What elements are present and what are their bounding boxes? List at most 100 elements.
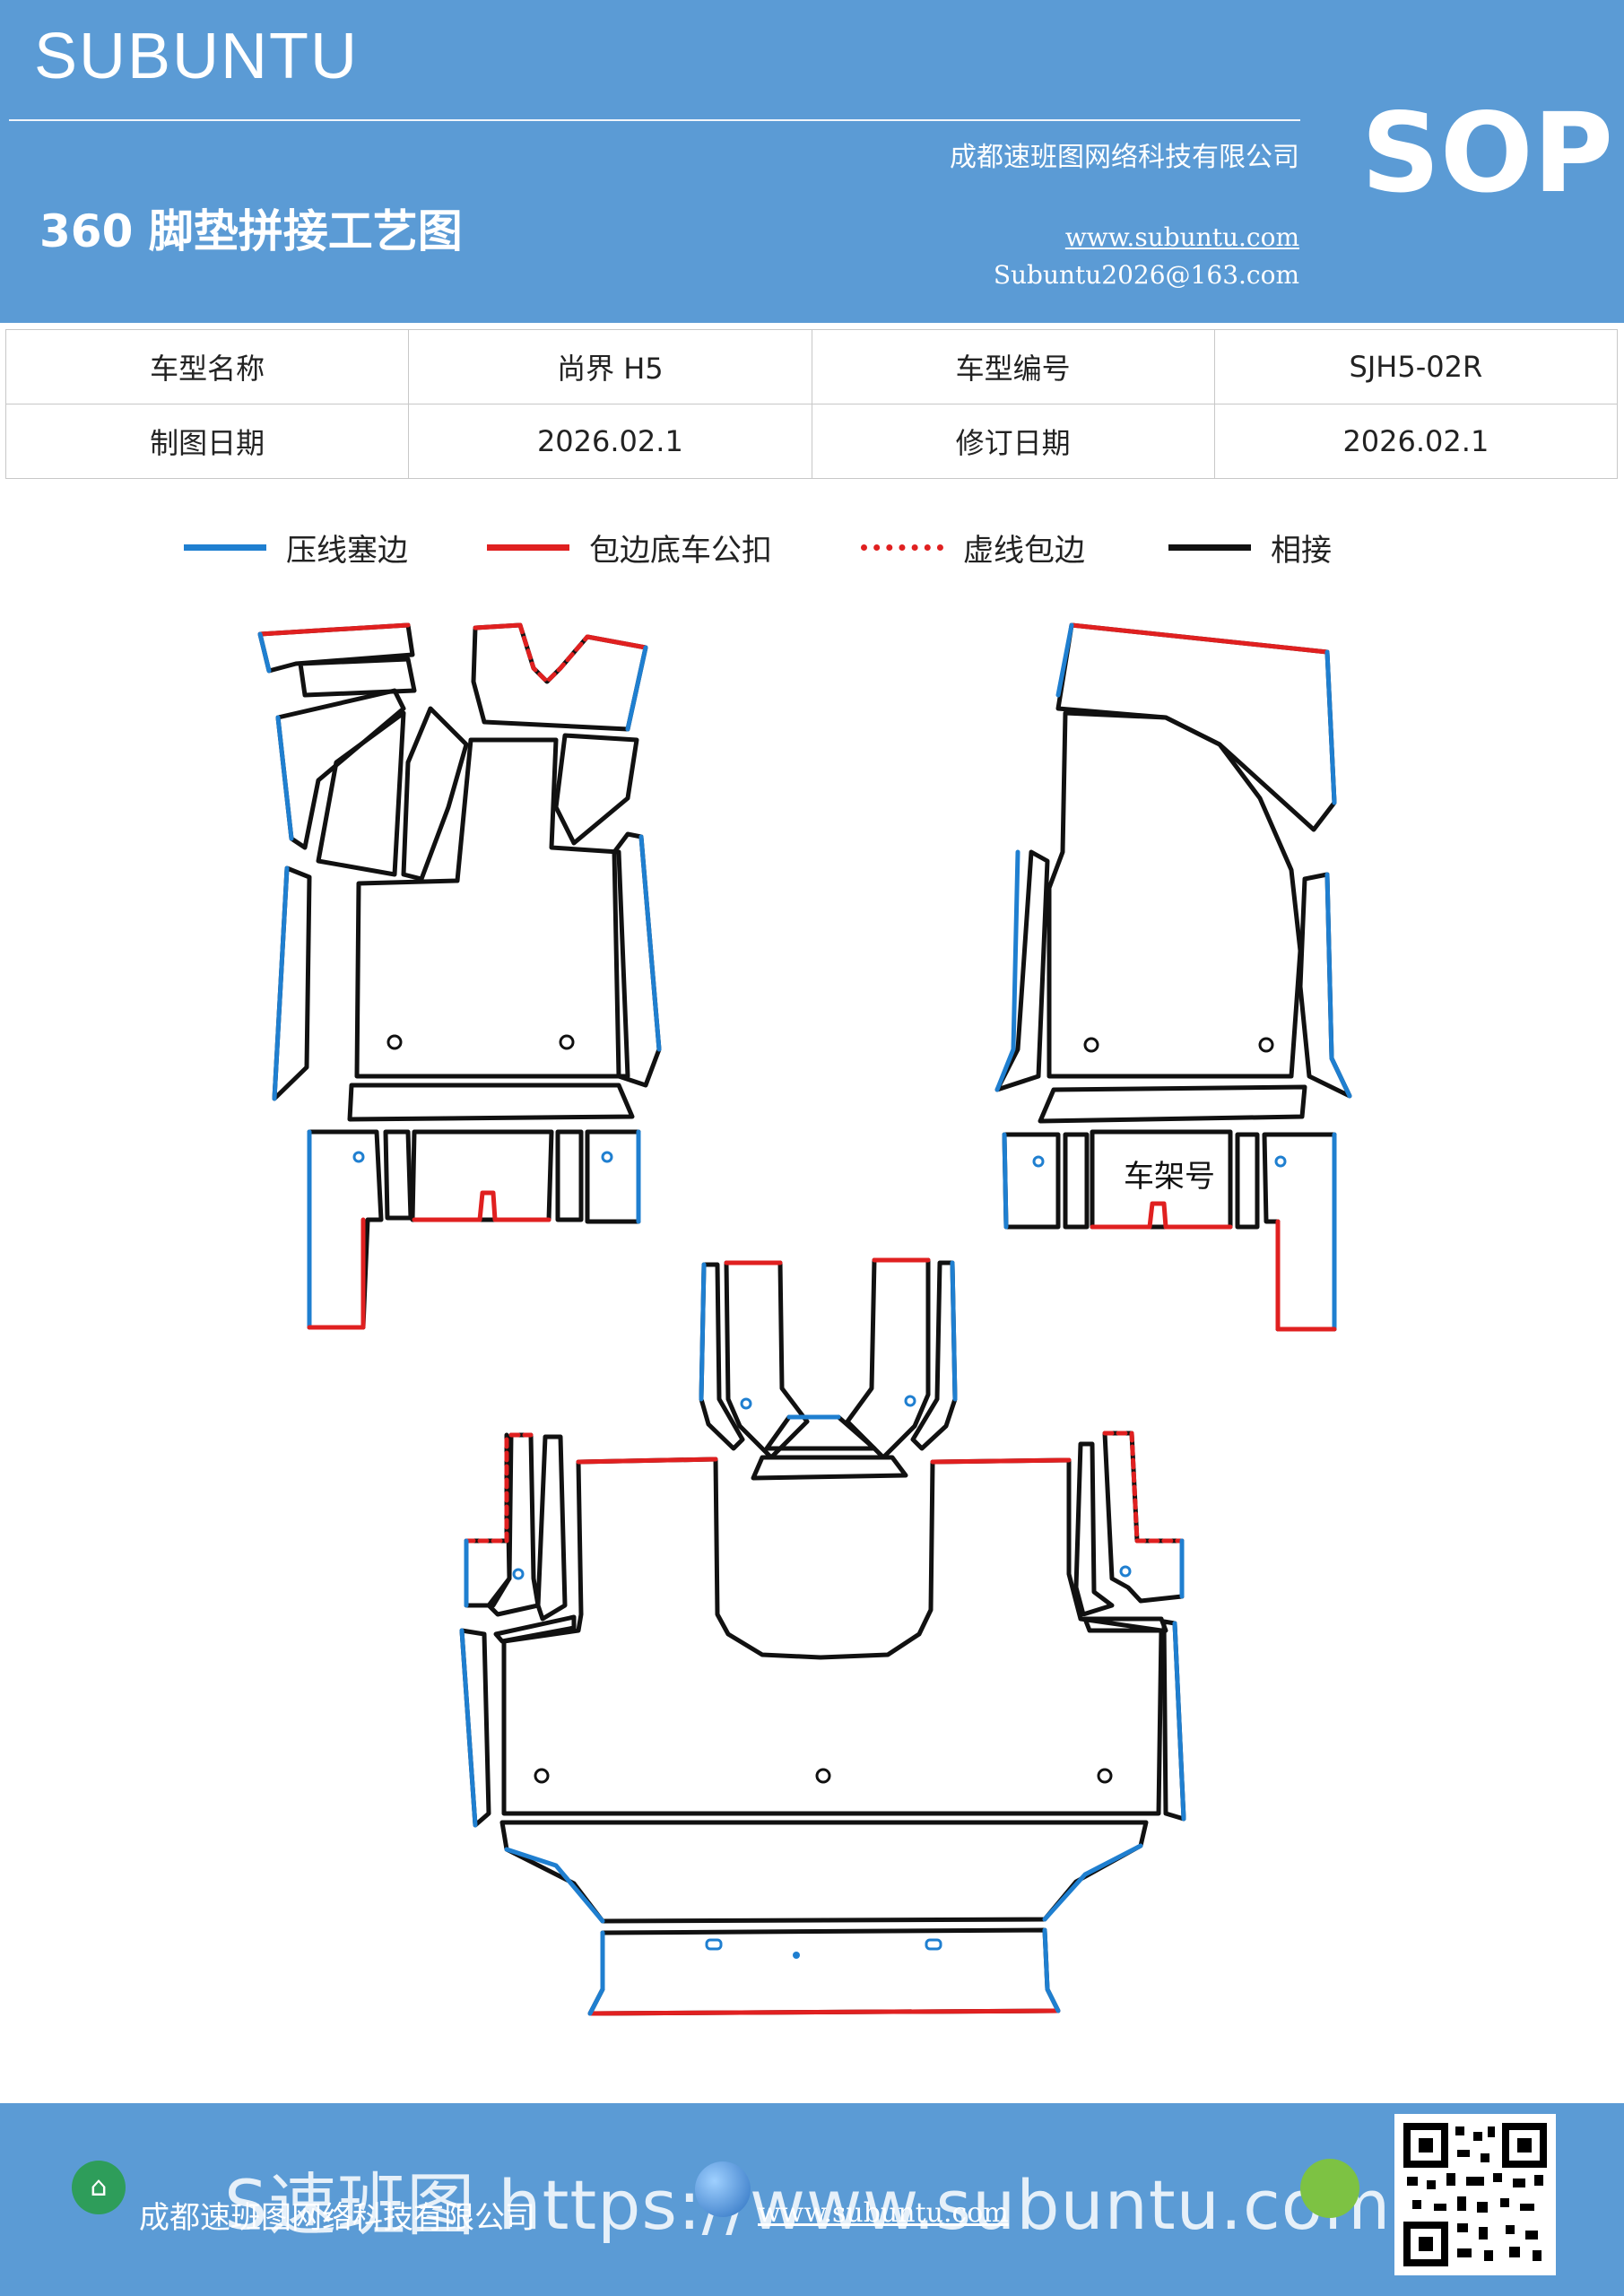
mat-piece [699,1262,745,1451]
drawing-date-value: 2026.02.1 [408,404,812,479]
mat-edge-red [1090,1201,1233,1230]
mat-edge-red [587,2008,1061,2016]
mat-piece [275,688,406,850]
mat-hole [1119,1565,1132,1578]
mat-hole [386,1034,403,1050]
legend-swatch-blue [184,544,266,551]
mat-piece [1046,710,1303,1079]
mat-edge-red [307,1217,366,1330]
page-title: 360 脚垫拼接工艺图 [39,205,463,257]
mat-piece [1002,1132,1061,1230]
legend: 压线塞边 包边底车公扣 虚线包边 相接 [0,520,1624,574]
mat-piece [751,1455,908,1481]
company-name: 成都速班图网络科技有限公司 [950,142,1299,173]
mat-edge-blue [950,1260,958,1402]
mat-piece [1063,1132,1090,1230]
header-divider [9,119,1300,121]
legend-item-dotted-edge: 虚线包边 [861,520,1085,574]
drawing-date-label: 制图日期 [4,404,410,479]
qr-code-icon [1394,2114,1556,2275]
mat-hole [793,1952,800,1959]
mat-hole [1274,1155,1287,1168]
email-address: Subuntu2026@163.com [993,260,1299,290]
mat-edge-red [1275,1219,1337,1332]
website-link[interactable]: www.subuntu.com [1064,222,1299,252]
mat-edge-blue [625,645,648,732]
mat-edge-red [576,1457,718,1465]
mat-edge-red [412,1190,551,1222]
mat-edge-blue [699,1262,707,1402]
header-banner: SUBUNTU 成都速班图网络科技有限公司 SOP 360 脚垫拼接工艺图 ww… [0,0,1624,323]
mat-edge-blue [275,715,294,841]
mat-hole [1083,1037,1099,1053]
legend-item-red-edge: 包边底车公扣 [487,520,772,574]
mat-hole [1097,1768,1113,1784]
mat-piece [401,706,469,882]
legend-label: 压线塞边 [286,532,408,569]
mat-edge-red [473,622,523,631]
table-row: 车型名称 尚界 H5 车型编号 SJH5-02R [4,329,1619,404]
mat-piece [499,1820,1149,1924]
mat-piece [1038,1084,1307,1124]
wechat-icon [1300,2159,1359,2218]
mat-piece [555,1129,584,1222]
mat-hole [512,1568,525,1580]
mat-edge-red [930,1457,1072,1465]
mat-slot [925,1938,942,1951]
mat-piece [1055,622,1337,832]
footer-banner: ⌂ S速班图 https://www.subuntu.com 成都速班图网络科技… [0,2103,1624,2296]
mat-edge-red-dotted [1102,1431,1185,1544]
legend-label: 相接 [1271,532,1332,569]
mat-piece [553,733,639,846]
home-icon: ⌂ [72,2161,126,2214]
mat-piece [316,710,406,877]
mat-piece [354,737,630,1079]
mat-hole [534,1768,550,1784]
mat-edge-blue [1042,1843,1143,1922]
revision-date-label: 修订日期 [811,404,1215,479]
mat-piece [587,1927,1061,2016]
mat-piece [486,1432,541,1617]
mat-hole [601,1151,613,1163]
mat-piece [724,1260,810,1460]
mat-edge-red-dotted [517,622,590,684]
mat-piece [585,1129,641,1224]
right-front-mat-group [994,622,1352,1332]
mat-edge-blue [1324,649,1337,805]
footer-watermark: S速班图 https://www.subuntu.com [224,2165,1392,2245]
vin-label: 车架号 [1124,1159,1215,1195]
mat-hole [1258,1037,1274,1053]
rear-mat-group [459,1257,1186,2016]
table-row: 制图日期 2026.02.1 修订日期 2026.02.1 [4,404,1619,479]
mat-hole [352,1151,365,1163]
legend-swatch-black [1168,544,1251,551]
mat-piece [1102,1431,1185,1604]
vehicle-info-table: 车型名称 尚界 H5 车型编号 SJH5-02R 制图日期 2026.02.1 … [4,329,1619,479]
legend-swatch-red-dotted [861,544,943,551]
brand-logo-text: SUBUNTU [34,21,360,92]
mat-edge-red [585,634,648,650]
legend-label: 包边底车公扣 [589,532,772,569]
mat-edge-blue [1324,872,1352,1099]
mat-piece [298,657,417,698]
model-code-value: SJH5-02R [1213,329,1619,404]
mat-piece [845,1257,931,1460]
mat-edge-red-dotted [464,1432,509,1544]
model-name-value: 尚界 H5 [408,329,812,404]
mat-hole [740,1397,752,1410]
mat-edge-blue [994,849,1020,1092]
legend-item-joint: 相接 [1168,520,1332,574]
mat-piece [535,1434,568,1622]
mat-hole [904,1395,916,1407]
mat-edge-blue [272,865,290,1101]
mat-piece [994,849,1050,1092]
mat-piece [307,1129,384,1330]
globe-icon [695,2161,751,2217]
mat-piece [501,1457,1164,1816]
mat-edge-blue [504,1847,605,1924]
legend-label: 虚线包边 [963,532,1085,569]
revision-date-value: 2026.02.1 [1213,404,1619,479]
footer-website-link[interactable]: www.subuntu.com [758,2197,1009,2229]
mat-piece [1235,1132,1260,1230]
